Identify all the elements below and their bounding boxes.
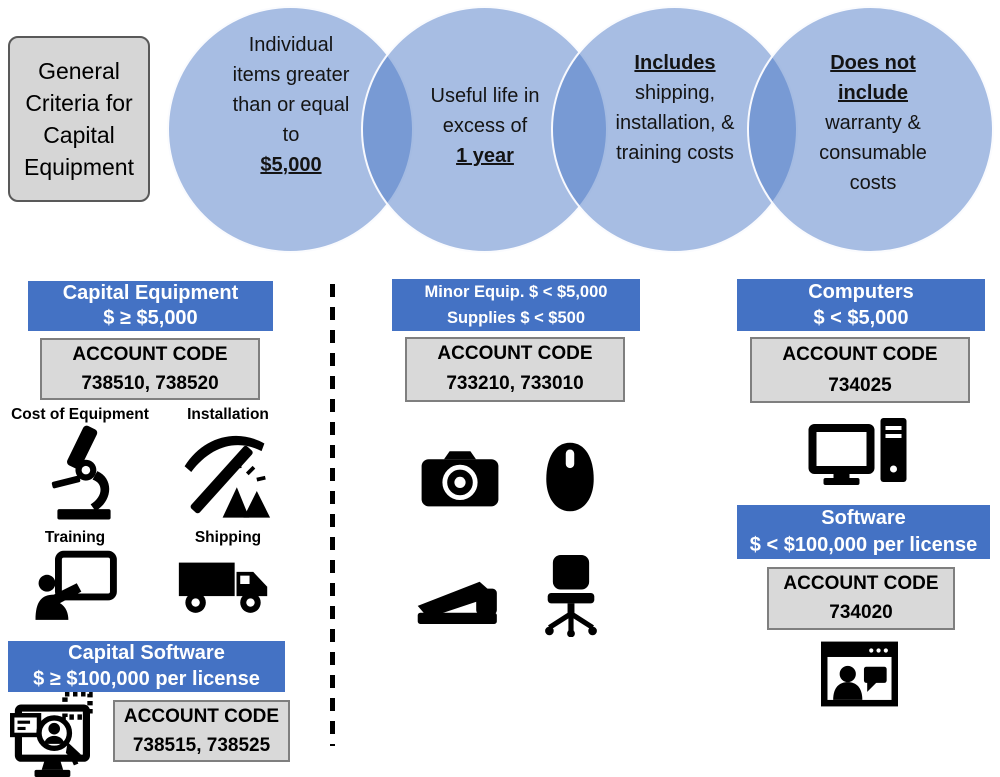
- criteria-box: General Criteria for Capital Equipment: [8, 36, 150, 202]
- mouse-icon: [543, 441, 597, 513]
- circle-3-emphasis: Includes: [634, 52, 716, 74]
- capital-software-account-box: ACCOUNT CODE 738515, 738525: [113, 700, 290, 762]
- circle-1-emphasis: $5,000: [260, 154, 322, 176]
- capital-equipment-header: Capital Equipment $ ≥ $5,000: [28, 281, 273, 331]
- computers-account-box: ACCOUNT CODE 734025: [750, 337, 970, 403]
- camera-icon: [420, 447, 500, 509]
- software-monitor-icon: [10, 692, 102, 777]
- truck-icon: [177, 550, 270, 618]
- training-label: Training: [44, 529, 106, 546]
- circle-1-label: Individual items greater than or equal t…: [228, 30, 354, 180]
- criteria-circle-4: [747, 6, 994, 253]
- capital-software-header: Capital Software $ ≥ $100,000 per licens…: [8, 641, 285, 692]
- minor-equipment-header: Minor Equip. $ < $5,000 Supplies $ < $50…: [392, 279, 640, 331]
- minor-equipment-account-box: ACCOUNT CODE 733210, 733010: [405, 337, 625, 402]
- stapler-icon: [416, 573, 502, 625]
- software-account-box: ACCOUNT CODE 734020: [767, 567, 955, 630]
- circle-4-emphasis: Does not include: [830, 52, 916, 104]
- computers-header: Computers $ < $5,000: [737, 279, 985, 331]
- desktop-computer-icon: [806, 416, 912, 486]
- video-call-icon: [821, 641, 898, 707]
- criteria-box-text: General Criteria for Capital Equipment: [24, 58, 134, 180]
- software-header: Software $ < $100,000 per license: [737, 505, 990, 559]
- presentation-icon: [34, 549, 118, 622]
- pickaxe-icon: [177, 424, 272, 520]
- cost-of-equipment-label: Cost of Equipment: [11, 406, 149, 423]
- shipping-label: Shipping: [194, 529, 262, 546]
- circle-2-emphasis: 1 year: [456, 145, 514, 167]
- capital-equipment-account-box: ACCOUNT CODE 738510, 738520: [40, 338, 260, 400]
- office-chair-icon: [539, 555, 603, 637]
- microscope-icon: [46, 424, 122, 522]
- installation-label: Installation: [187, 406, 269, 423]
- dashed-divider-line: [330, 284, 335, 746]
